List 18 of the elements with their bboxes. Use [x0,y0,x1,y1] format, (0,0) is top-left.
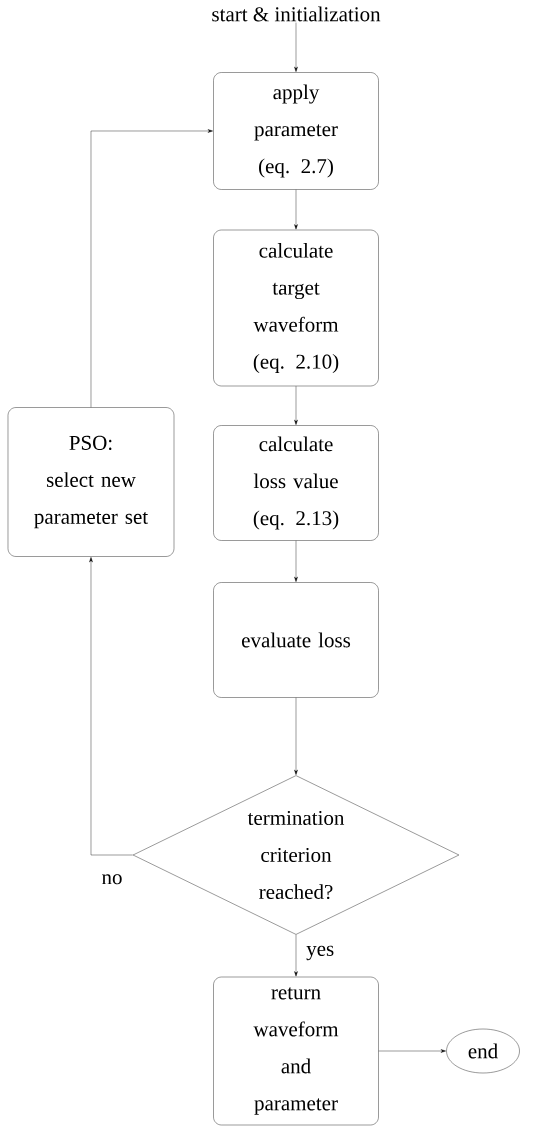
arrow [378,1049,446,1053]
arrow [294,189,298,230]
arrow [294,386,298,425]
arrow [90,129,213,408]
arrow [294,934,298,977]
arrow [294,540,298,582]
process-box: calculate loss value (eq. 2.13) [213,425,379,541]
edge-label: yes [305,944,336,962]
arrow [294,22,298,72]
process-box: apply parameter (eq. 2.7) [213,72,379,190]
process-box: calculate target waveform (eq. 2.10) [213,229,379,387]
edge-label: no [100,873,124,886]
process-box: evaluate loss [213,582,379,698]
arrow [294,697,298,775]
arrow [89,557,133,856]
start-label: start & initialization [212,6,381,22]
process-box: return waveform and parameter [213,976,379,1126]
process-box: PSO: select new parameter set [7,407,175,557]
